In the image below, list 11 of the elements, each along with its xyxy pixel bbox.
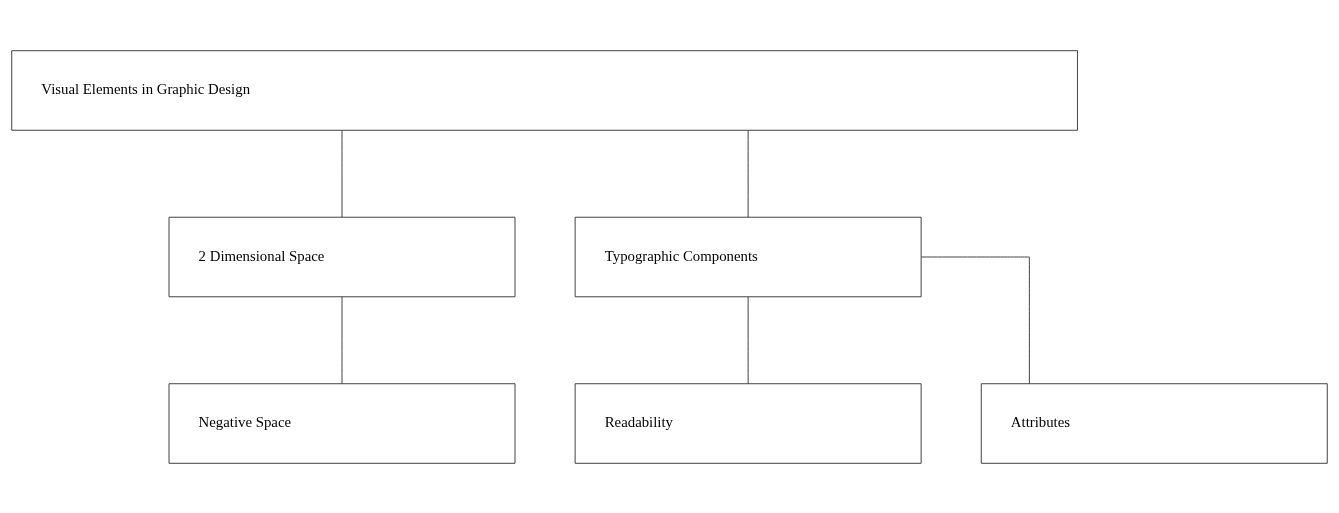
connector (920, 256, 1030, 384)
node-box: Negative Space (168, 382, 516, 464)
node-box: 2 Dimensional Space (168, 216, 516, 297)
node-box: Visual Elements in Graphic Design (11, 49, 1078, 131)
connector (747, 129, 749, 218)
node-box: Typographic Components (574, 216, 922, 297)
connector (747, 295, 749, 384)
node-box: Attributes (980, 382, 1328, 464)
connector (341, 295, 343, 384)
node-box: Readability (574, 382, 922, 464)
connector (341, 129, 343, 218)
